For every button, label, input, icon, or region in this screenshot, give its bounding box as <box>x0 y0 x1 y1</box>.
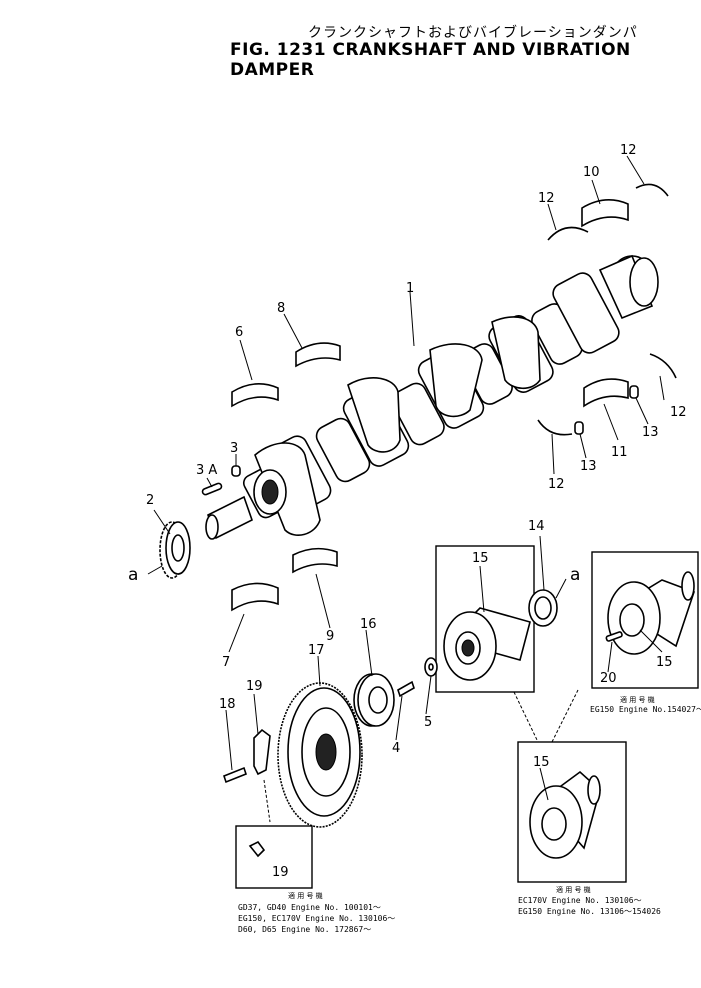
callout-16: 16 <box>360 617 377 632</box>
callout-a-left: a <box>128 565 138 585</box>
title-japanese: クランクシャフトおよびバイブレーションダンパ <box>308 25 638 41</box>
callout-14: 14 <box>528 519 545 534</box>
callout-19a: 19 <box>246 679 263 694</box>
callout-4: 4 <box>392 741 400 756</box>
callout-7: 7 <box>222 655 230 670</box>
upper-right-detail-box <box>591 551 699 689</box>
callout-3a: 3 A <box>196 463 217 478</box>
dowel-13a <box>574 421 584 435</box>
callout-1: 1 <box>406 281 414 296</box>
callout-15c: 15 <box>533 755 550 770</box>
connector-arrow-right <box>551 689 579 743</box>
dowel-13b <box>629 385 639 399</box>
callout-5: 5 <box>424 715 432 730</box>
flywheel-17 <box>277 682 363 828</box>
note-lower-left-line1: GD37, GD40 Engine No. 100101～ <box>238 903 381 912</box>
note-upper-right-header: 適 用 号 機 <box>620 695 655 704</box>
vibration-damper-15 <box>443 607 531 681</box>
vibration-damper-15-lower <box>529 770 601 859</box>
callout-13a: 13 <box>642 425 659 440</box>
callout-a-right: a <box>570 565 580 585</box>
page-title: FIG. 1231 CRANKSHAFT AND VIBRATION DAMPE… <box>230 40 631 80</box>
callout-9: 9 <box>326 629 334 644</box>
callout-12d: 12 <box>548 477 565 492</box>
note-lower-left-header: 適 用 号 機 <box>288 891 323 900</box>
callout-19b: 19 <box>272 865 289 880</box>
crankshaft-gear <box>159 521 191 579</box>
callout-11: 11 <box>611 445 628 460</box>
bolt-20 <box>605 631 623 642</box>
callout-6: 6 <box>235 325 243 340</box>
connector-arrow-19 <box>263 779 271 823</box>
callout-17: 17 <box>308 643 325 658</box>
note-lower-left-line3: D60, D65 Engine No. 172867～ <box>238 925 371 934</box>
callout-15b: 15 <box>656 655 673 670</box>
crankshaft <box>205 254 659 540</box>
callout-2: 2 <box>146 493 154 508</box>
note-lower-right-line1: EC170V Engine No. 130106～ <box>518 896 642 905</box>
callout-12b: 12 <box>538 191 555 206</box>
note-lower-left-line2: EG150, EC170V Engine No. 130106～ <box>238 914 395 923</box>
callout-12a: 12 <box>620 143 637 158</box>
callout-18: 18 <box>219 697 236 712</box>
lock-plate-19 <box>253 728 271 776</box>
callout-10: 10 <box>583 165 600 180</box>
pin-3a <box>201 482 223 496</box>
callout-3: 3 <box>230 441 238 456</box>
callout-15a: 15 <box>472 551 489 566</box>
callout-20: 20 <box>600 671 617 686</box>
key-3 <box>231 465 241 477</box>
pulley-hub-16 <box>353 673 395 727</box>
lower-right-detail-box <box>517 741 627 883</box>
callout-8: 8 <box>277 301 285 316</box>
callout-13b: 13 <box>580 459 597 474</box>
note-lower-right-header: 適 用 号 機 <box>556 885 591 894</box>
lock-plate-detail-box <box>235 825 313 889</box>
lock-plate-19-detail <box>248 840 266 858</box>
main-bearings <box>231 199 629 612</box>
bolt-18 <box>223 766 247 784</box>
bolt-4 <box>397 680 415 698</box>
note-upper-right-line1: EG150 Engine No.154027～ <box>590 705 701 714</box>
thrust-washers <box>537 183 677 436</box>
connector-arrow-left <box>513 691 539 743</box>
note-lower-right-line2: EG150 Engine No. 13106～154026 <box>518 907 661 916</box>
callout-12c: 12 <box>670 405 687 420</box>
